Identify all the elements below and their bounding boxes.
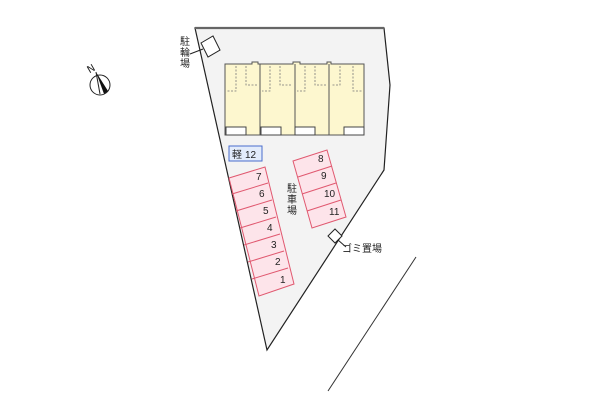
parking-number: 6 bbox=[259, 189, 265, 200]
parking-label-1: 駐 bbox=[287, 182, 297, 195]
bicycle-parking-label-1: 駐 bbox=[180, 35, 190, 48]
bicycle-parking-label-3: 場 bbox=[180, 57, 190, 70]
parking-number: 9 bbox=[321, 171, 327, 182]
north-arrow-icon: N bbox=[86, 63, 111, 96]
light-car-prefix: 軽 bbox=[232, 149, 242, 161]
bicycle-parking: 駐 輪 場 bbox=[180, 35, 221, 70]
parking-row-right bbox=[292, 149, 347, 229]
bicycle-parking-label-2: 輪 bbox=[180, 46, 190, 59]
parking-number: 4 bbox=[267, 223, 273, 234]
parking-number: 1 bbox=[280, 275, 286, 286]
garbage-label: ゴミ置場 bbox=[342, 242, 382, 255]
light-car-number: 12 bbox=[245, 150, 257, 161]
parking-number: 11 bbox=[329, 207, 340, 218]
north-label: N bbox=[86, 63, 98, 76]
parking-label-3: 場 bbox=[287, 204, 297, 217]
parking-number: 10 bbox=[324, 189, 336, 200]
parking-space-light-12: 軽 12 bbox=[228, 145, 263, 162]
parking-number: 8 bbox=[318, 154, 324, 165]
parking-number: 5 bbox=[263, 206, 269, 217]
parking-label-2: 車 bbox=[287, 193, 297, 206]
road-edge-line bbox=[327, 256, 417, 392]
parking-number: 7 bbox=[256, 172, 262, 183]
parking-row-left bbox=[228, 166, 295, 297]
garbage-area: ゴミ置場 bbox=[327, 228, 382, 255]
apartment-building bbox=[224, 61, 365, 136]
parking-number: 2 bbox=[275, 257, 281, 268]
parking-number: 3 bbox=[271, 240, 277, 251]
